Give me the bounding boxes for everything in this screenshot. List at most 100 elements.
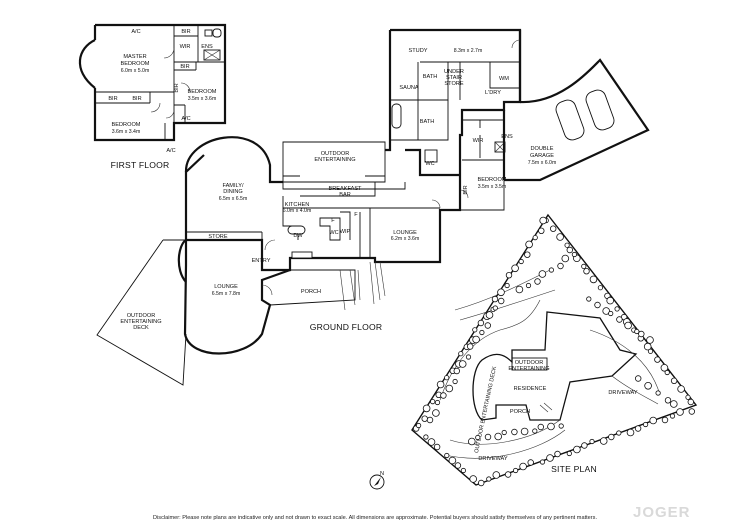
tree-118 xyxy=(638,330,645,338)
gf-outdoor-deck-label-2: ENTERTAINING xyxy=(120,319,161,325)
ff-bir-right-label: BIR xyxy=(132,96,141,102)
tree-95 xyxy=(465,354,472,360)
site-outdoor-entertaining-label-2: ENTERTAINING xyxy=(508,366,549,372)
tree-29 xyxy=(661,416,669,424)
tree-114 xyxy=(608,310,614,317)
tree-93 xyxy=(453,367,460,375)
gf-family-dining-label-2: DINING xyxy=(223,189,243,195)
tree-54 xyxy=(448,456,457,465)
site-outdoor-entertaining-label: OUTDOOR xyxy=(515,360,544,366)
tree-58 xyxy=(423,434,429,440)
gf-under-stair-label-3: STORE xyxy=(444,81,463,87)
gf-under-stair-label-2: STAIR xyxy=(446,75,462,81)
tree-134 xyxy=(547,422,555,431)
tree-34 xyxy=(616,430,622,436)
tree-122 xyxy=(655,390,661,396)
tree-53 xyxy=(454,462,462,469)
tree-119 xyxy=(646,336,654,344)
tree-55 xyxy=(444,452,450,459)
tree-40 xyxy=(566,450,572,457)
site-plan-title: SITE PLAN xyxy=(551,464,597,474)
disclaimer-text: Disclaimer: Please note plans are indica… xyxy=(153,515,597,521)
site-driveway-south-label: DRIVEWAY xyxy=(478,456,507,462)
tree-33 xyxy=(626,428,635,437)
site-residence-label: RESIDENCE xyxy=(514,386,547,392)
tree-72 xyxy=(472,327,478,333)
tree-101 xyxy=(492,305,498,311)
tree-128 xyxy=(494,432,503,441)
tree-3 xyxy=(564,242,570,248)
gf-ldry-label: L'DRY xyxy=(485,90,501,96)
tree-115 xyxy=(616,316,623,323)
tree-110 xyxy=(571,251,578,258)
gf-kitchen-dim: 6.0m x 4.0m xyxy=(283,208,312,214)
ff-bir-top-label: BIR xyxy=(181,29,190,35)
tree-49 xyxy=(486,476,492,482)
tree-125 xyxy=(467,437,476,446)
gf-under-stair-label: UNDER xyxy=(444,69,464,75)
tree-65 xyxy=(436,380,445,389)
gf-lounge-west-label: LOUNGE xyxy=(214,284,238,290)
tree-66 xyxy=(444,375,450,381)
tree-17 xyxy=(643,342,652,351)
tree-25 xyxy=(687,398,694,406)
ff-bedroom-west-label: BEDROOM xyxy=(112,122,141,128)
tree-100 xyxy=(485,311,494,319)
ff-master-bedroom-label-2: BEDROOM xyxy=(121,61,150,67)
gf-bath-mid-label: BATH xyxy=(420,119,435,125)
gf-double-garage-label: DOUBLE xyxy=(530,146,553,152)
tree-24 xyxy=(685,394,691,400)
site-porch-label: PORCH xyxy=(510,409,530,415)
tree-51 xyxy=(469,475,478,483)
tree-103 xyxy=(515,285,524,294)
tree-56 xyxy=(433,443,441,451)
tree-109 xyxy=(561,254,570,263)
tree-2 xyxy=(556,233,564,241)
tree-39 xyxy=(573,445,581,454)
tree-88 xyxy=(432,409,440,417)
tree-84 xyxy=(532,235,538,241)
tree-62 xyxy=(422,404,431,413)
tree-82 xyxy=(524,251,531,258)
gf-family-dining-dim: 6.5m x 6.5m xyxy=(219,196,248,202)
tree-28 xyxy=(669,413,676,419)
gf-outdoor-entertaining-label: OUTDOOR xyxy=(321,151,350,157)
site-outdoor-deck-label: OUTDOOR ENTERTAINING DECK xyxy=(474,366,498,454)
tree-111 xyxy=(586,296,592,302)
gf-lounge-west-dim: 6.5m x 7.8m xyxy=(212,291,241,297)
tree-94 xyxy=(458,360,467,368)
gf-wir-label: WIR xyxy=(473,138,484,144)
ff-ac-bottom-right-label: A/C xyxy=(181,116,190,122)
tree-78 xyxy=(504,282,510,289)
tree-19 xyxy=(654,356,661,363)
tree-44 xyxy=(527,459,534,466)
ff-bir-mid-label: BIR xyxy=(180,64,189,70)
ff-bir-vertical-label: BIR xyxy=(174,83,180,92)
site-driveway-east-label: DRIVEWAY xyxy=(608,390,637,396)
tree-85 xyxy=(538,227,545,234)
tree-31 xyxy=(642,421,649,428)
gf-bedroom-dim: 3.5m x 3.5m xyxy=(478,184,507,190)
tree-41 xyxy=(554,450,561,458)
tree-97 xyxy=(472,335,480,344)
gf-breakfast-bar-label-2: BAR xyxy=(339,192,351,198)
gf-wc-small-label: WC xyxy=(329,230,338,236)
tree-89 xyxy=(434,399,441,406)
tree-35 xyxy=(608,433,615,441)
tree-104 xyxy=(525,282,532,289)
ground-floor-title: GROUND FLOOR xyxy=(310,322,383,332)
gf-f1-label: F xyxy=(331,218,335,224)
ff-master-bedroom-dim: 6.0m x 5.0m xyxy=(121,68,150,74)
tree-92 xyxy=(452,378,458,385)
first-floor-title: FIRST FLOOR xyxy=(111,160,170,170)
gf-kitchen-label: KITCHEN xyxy=(285,202,310,208)
gf-porch-label: PORCH xyxy=(301,289,321,295)
gf-outdoor-deck-label-3: DECK xyxy=(133,325,149,331)
tree-32 xyxy=(634,425,642,432)
tree-52 xyxy=(460,467,466,474)
tree-76 xyxy=(491,295,499,303)
ff-bedroom-west-dim: 3.6m x 3.4m xyxy=(112,129,141,135)
gf-f2-label: F xyxy=(354,212,358,218)
tree-26 xyxy=(688,408,695,415)
tree-38 xyxy=(581,442,588,449)
